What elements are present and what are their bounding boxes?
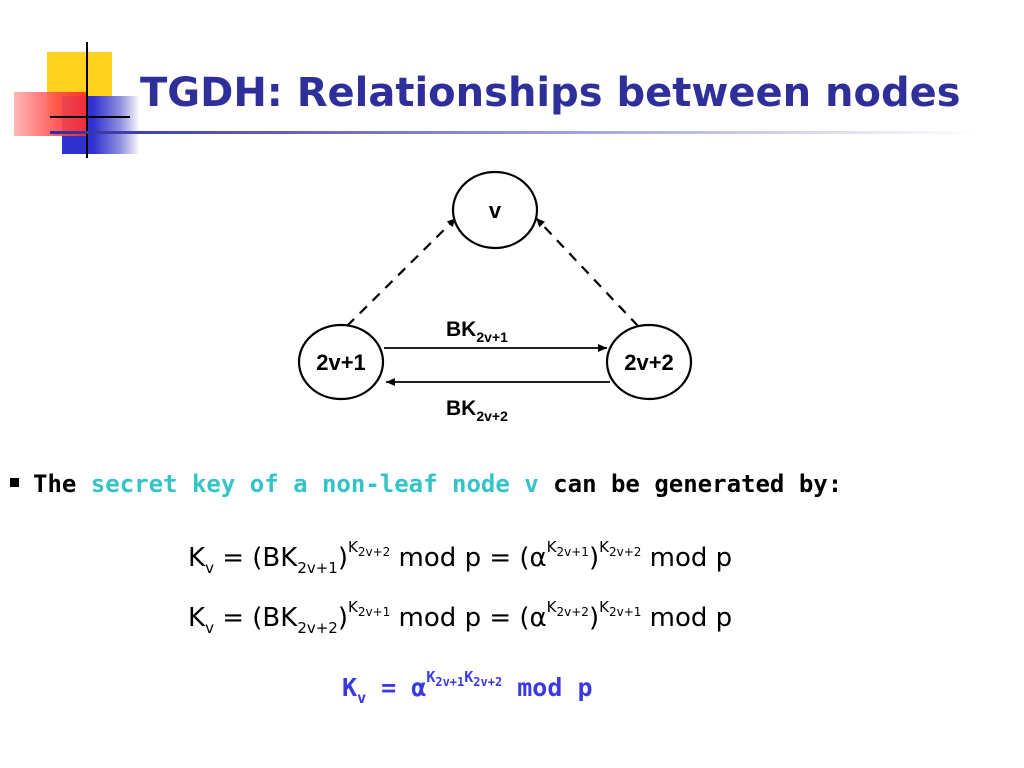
node-relationship-diagram: v 2v+1 2v+2 BK2v+1 BK2v+2 [297, 170, 693, 424]
bullet-highlight: secret key of a non-leaf node v [90, 470, 539, 498]
deco-vertical-line [86, 42, 88, 158]
bullet-square-icon [10, 478, 19, 487]
node-2v-plus-1-label: 2v+1 [316, 350, 366, 375]
dashed-edge-right-to-v [535, 217, 639, 327]
node-2v-plus-1: 2v+1 [297, 323, 385, 401]
edge-label-bottom: BK2v+2 [446, 397, 508, 424]
equation-2: Kv = (BK2v+2)K2v+1 mod p = (αK2v+2)K2v+1… [188, 598, 733, 637]
equation-1: Kv = (BK2v+1)K2v+2 mod p = (αK2v+1)K2v+2… [188, 538, 733, 577]
bullet-prefix: The [33, 470, 91, 498]
node-2v-plus-2: 2v+2 [605, 323, 693, 401]
node-v-label: v [489, 198, 502, 223]
title-underline [50, 131, 980, 134]
bullet-suffix: can be generated by: [538, 470, 843, 498]
bullet-statement: The secret key of a non-leaf node v can … [10, 470, 842, 498]
node-v: v [451, 170, 539, 250]
deco-horizontal-line [50, 116, 130, 118]
dashed-edge-left-to-v [346, 217, 457, 327]
node-2v-plus-2-label: 2v+2 [624, 350, 674, 375]
deco-red-square [14, 92, 88, 136]
page-title: TGDH: Relationships between nodes [140, 70, 961, 116]
equation-final: Kv = αK2v+1K2v+2 mod p [342, 668, 593, 707]
edge-label-top: BK2v+1 [446, 318, 508, 345]
